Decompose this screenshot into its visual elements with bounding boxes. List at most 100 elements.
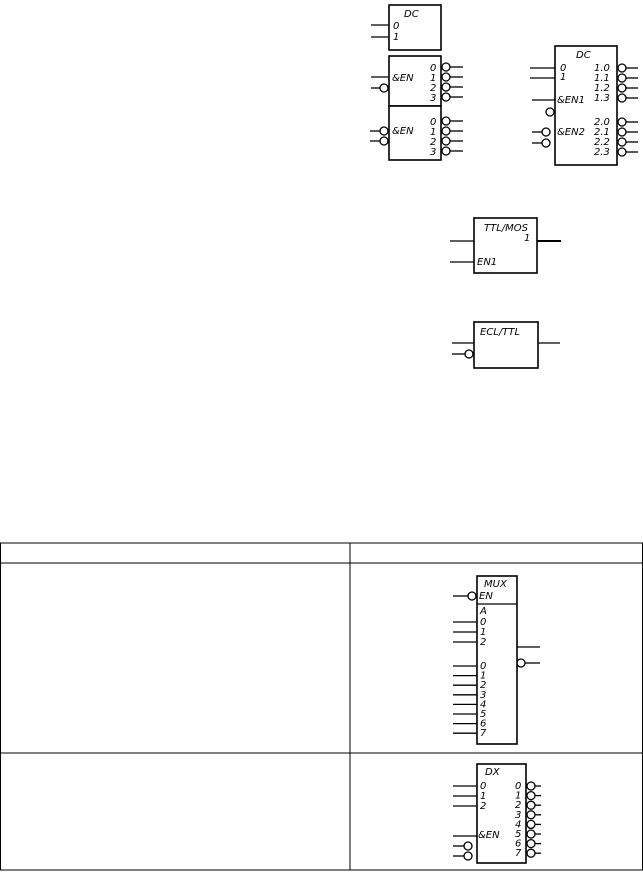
dc-split-s2-out-bubble-3: [441, 146, 451, 156]
ttl-mos-block: [473, 217, 538, 274]
dc-dual-out2-bubble-0: [617, 117, 627, 127]
dx-output-bubble-4: [526, 819, 536, 830]
mux-addr-label: A: [479, 606, 487, 617]
dc-dual-out2-label-0: 2.0: [594, 117, 610, 128]
dc-dual-block: [554, 45, 618, 166]
dc-dual-out2-label-2: 2.2: [594, 137, 610, 148]
dc-dual-addr-1: 1: [560, 72, 566, 83]
dc-split-s1-out-label-2: 2: [430, 83, 436, 94]
dx-output-bubble-6: [526, 838, 536, 849]
dc-dual-out1-bubble-3: [617, 93, 627, 103]
dx-output-label-3: 3: [515, 810, 521, 821]
dc-split-s1-inversion-bubble: [379, 83, 389, 93]
dc-split-s1-out-label-0: 0: [430, 63, 436, 74]
dc-split-s2-out-label-0: 0: [430, 117, 436, 128]
dc-dual-out2-bubble-2: [617, 137, 627, 147]
mux-title: MUX: [484, 579, 508, 590]
mux-enable-bubble: [467, 591, 477, 601]
dc-split-s2-out-label-3: 3: [430, 147, 436, 158]
ttl-mos-output-label: 1: [524, 233, 530, 244]
dx-output-label-2: 2: [515, 800, 521, 811]
mux-enable-label: EN: [479, 591, 493, 602]
dx-enable-bubble-b: [463, 851, 473, 861]
dc-dual-en1-bubble: [545, 107, 555, 117]
ecl-ttl-converter-symbol: ECL/TTL: [452, 321, 560, 369]
dx-output-bubble-2: [526, 800, 536, 810]
dc-split-section-2-enable: &EN: [392, 126, 414, 137]
dc-split-s2-inversion-bubble-a: [379, 126, 389, 136]
mux-addr-label-2: 2: [480, 637, 486, 648]
dx-input-label-1: 1: [480, 791, 486, 802]
mux-data-label-1: 1: [480, 671, 486, 682]
dc-dual-decoder-symbol: DC 0 1 &EN1 &EN2 1.0 1.1 1.2 1.3 2.0 2.1…: [530, 45, 638, 166]
dx-output-label-4: 4: [515, 819, 521, 830]
dc-split-s2-out-bubble-2: [441, 136, 451, 146]
ttl-mos-title: TTL/MOS: [484, 223, 529, 234]
dx-select-inputs: 012: [453, 781, 486, 812]
dx-input-label-2: 2: [480, 801, 486, 812]
dc-split-s1-out-label-3: 3: [430, 93, 436, 104]
mux-data-label-2: 2: [480, 680, 486, 691]
dc-dual-out1-label-2: 1.2: [594, 83, 610, 94]
dc-split-s2-inversion-bubble-b: [379, 136, 389, 146]
mux-data-label-4: 4: [480, 699, 486, 710]
mux-data-label-5: 5: [480, 709, 486, 720]
dx-output-bubble-0: [526, 781, 536, 791]
dc-split-s1-out-bubble-0: [441, 62, 451, 72]
dc-split-section-1-enable: &EN: [392, 73, 414, 84]
dc-split-decoder-symbol: DC 0 1 &EN 0 1 2 3 &EN 0 1 2 3: [370, 4, 463, 161]
dc-split-section-2: [388, 105, 442, 161]
symbols-table: [0, 542, 643, 871]
dc-split-s2-out-label-2: 2: [430, 137, 436, 148]
dx-title: DX: [485, 767, 501, 778]
dc-dual-out1-bubble-0: [617, 63, 627, 73]
dc-split-s1-out-bubble-3: [441, 92, 451, 102]
dx-output-bubble-7: [526, 848, 536, 858]
dc-split-s1-out-bubble-2: [441, 82, 451, 92]
dx-output-label-5: 5: [515, 829, 521, 840]
dc-dual-out1-label-1: 1.1: [594, 73, 610, 84]
mux-address-inputs: 012: [453, 617, 486, 648]
dc-dual-out2-bubble-1: [617, 127, 627, 137]
dc-dual-en2-bubble-b: [541, 138, 551, 148]
dc-split-s2-out-bubble-1: [441, 126, 451, 136]
ttl-mos-en1-label: EN1: [477, 257, 497, 268]
dc-dual-out1-label-0: 1.0: [594, 63, 610, 74]
dc-split-s1-out-bubble-1: [441, 72, 451, 82]
mux-addr-label-0: 0: [480, 617, 486, 628]
mux-addr-label-1: 1: [480, 627, 486, 638]
dx-output-bubble-5: [526, 829, 536, 839]
dc-dual-out1-bubble-1: [617, 73, 627, 83]
dc-split-address-block: [388, 4, 442, 51]
dc-split-s1-out-label-1: 1: [430, 73, 436, 84]
dx-enable-bubble-a: [463, 841, 473, 851]
dx-input-label-0: 0: [480, 781, 486, 792]
dc-split-s2-out-bubble-0: [441, 116, 451, 126]
dc-split-addr-0: 0: [393, 21, 399, 32]
dx-output-bubble-3: [526, 810, 536, 820]
dc-split-title: DC: [404, 9, 419, 20]
mux-data-label-0: 0: [480, 661, 486, 672]
dc-dual-enable-2: &EN2: [557, 127, 585, 138]
dc-dual-out2-label-3: 2.3: [594, 147, 610, 158]
dc-split-addr-1: 1: [393, 32, 399, 43]
dc-split-section-1: [388, 55, 442, 107]
mux-data-label-6: 6: [480, 719, 486, 730]
dx-output-label-6: 6: [515, 839, 521, 850]
mux-inverted-output-bubble: [516, 658, 526, 668]
dc-dual-out2-bubble-3: [617, 147, 627, 157]
ecl-ttl-input-bubble: [464, 349, 474, 359]
mux-data-label-3: 3: [480, 690, 486, 701]
dx-output-label-1: 1: [515, 791, 521, 802]
dx-output-label-0: 0: [515, 781, 521, 792]
mux-data-label-7: 7: [480, 728, 487, 739]
ecl-ttl-block: [473, 321, 539, 369]
dx-output-bubble-1: [526, 790, 536, 801]
dc-dual-out1-label-3: 1.3: [594, 93, 610, 104]
dc-split-s2-out-label-1: 1: [430, 127, 436, 138]
dc-dual-out2-label-1: 2.1: [594, 127, 610, 138]
